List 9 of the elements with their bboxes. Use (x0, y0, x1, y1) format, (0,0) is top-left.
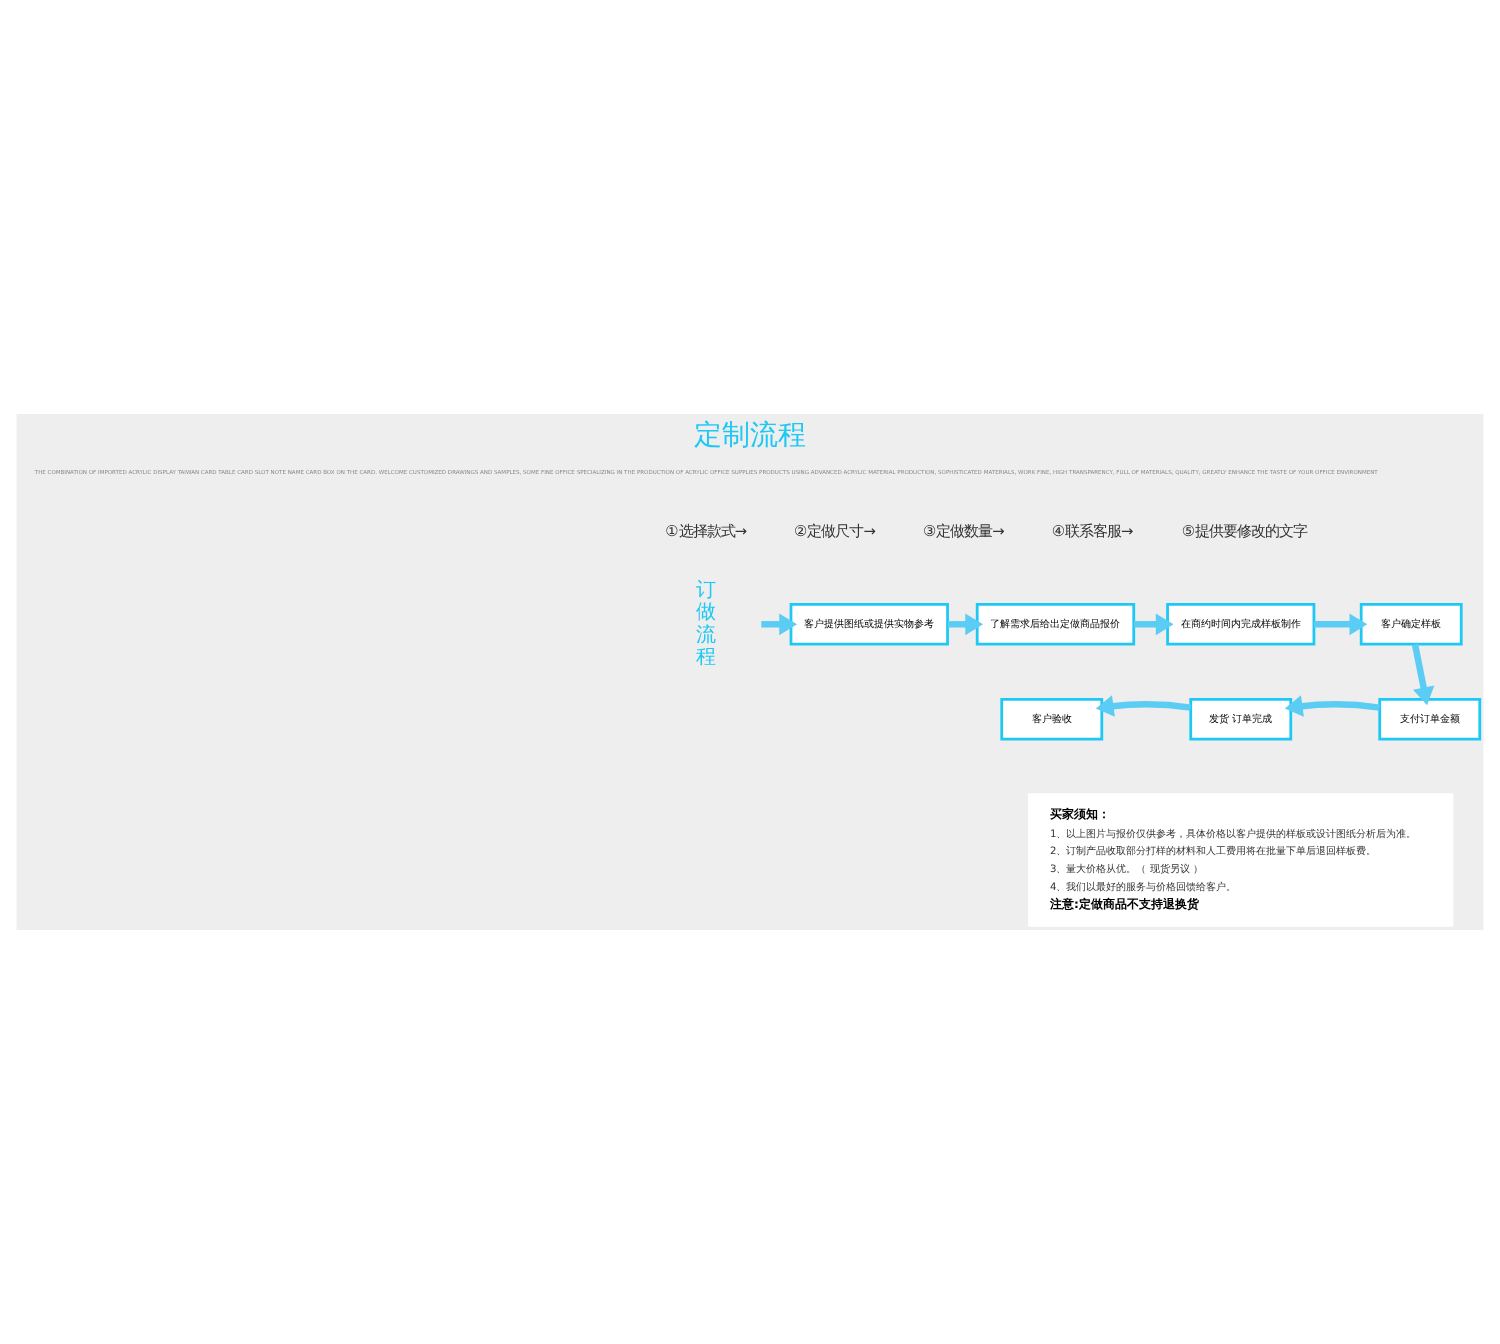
arrow (1095, 695, 1192, 717)
diagram-title: 定制流程 (694, 419, 806, 452)
arrow (1411, 643, 1435, 706)
arrow (1134, 613, 1174, 636)
arrow (761, 613, 798, 636)
arrow (1314, 613, 1368, 636)
label: 订做流程 (696, 580, 717, 669)
arrow (1284, 695, 1381, 717)
arrow (947, 613, 984, 636)
